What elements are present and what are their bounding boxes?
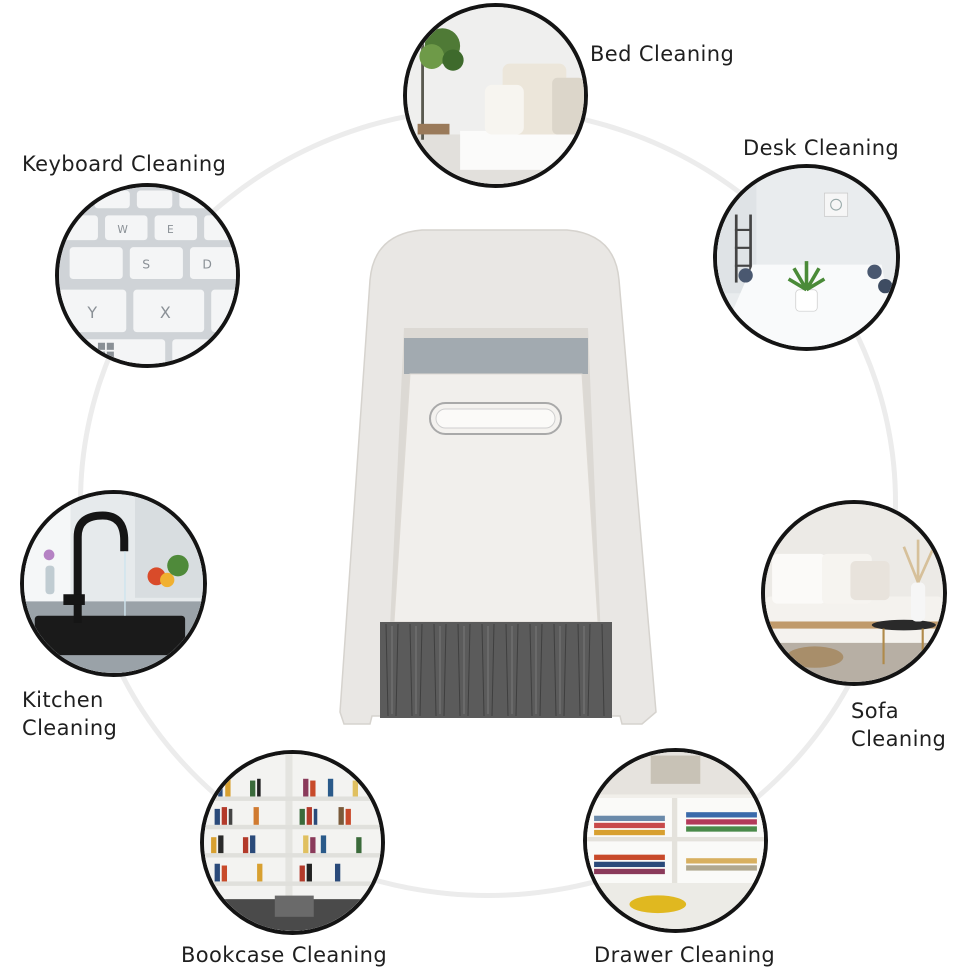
kitchen-label-line-2: Cleaning bbox=[22, 716, 118, 740]
sofa-scene-image bbox=[761, 500, 947, 686]
keyboard-cleaning-label: Keyboard Cleaning bbox=[22, 152, 227, 176]
key-e-label: E bbox=[167, 223, 174, 236]
sofa-label-line-2: Cleaning bbox=[851, 727, 947, 751]
key-w-label: W bbox=[117, 223, 128, 236]
drawer-cleaning-label: Drawer Cleaning bbox=[594, 943, 776, 967]
kitchen-cleaning-label: Kitchen Cleaning bbox=[22, 686, 117, 742]
key-y-label: Y bbox=[86, 303, 97, 322]
key-x-label: X bbox=[160, 303, 171, 322]
bookcase-scene-image bbox=[200, 750, 385, 935]
drawer-scene-image bbox=[583, 748, 768, 933]
key-s-label: S bbox=[142, 256, 150, 271]
bed-cleaning-label: Bed Cleaning bbox=[590, 42, 735, 66]
key-d-label: D bbox=[202, 256, 212, 271]
kitchen-scene-image bbox=[20, 490, 207, 677]
dustpan-brush-product-image bbox=[322, 222, 667, 727]
kitchen-label-line-1: Kitchen bbox=[22, 688, 104, 712]
bookcase-cleaning-label: Bookcase Cleaning bbox=[181, 943, 388, 967]
sofa-label-line-1: Sofa bbox=[851, 699, 900, 723]
desk-scene-image bbox=[713, 164, 900, 351]
keyboard-scene-image: W E S D Y X bbox=[55, 183, 240, 368]
sofa-cleaning-label: Sofa Cleaning bbox=[851, 697, 946, 753]
bed-scene-image bbox=[403, 3, 588, 188]
desk-cleaning-label: Desk Cleaning bbox=[743, 136, 900, 160]
